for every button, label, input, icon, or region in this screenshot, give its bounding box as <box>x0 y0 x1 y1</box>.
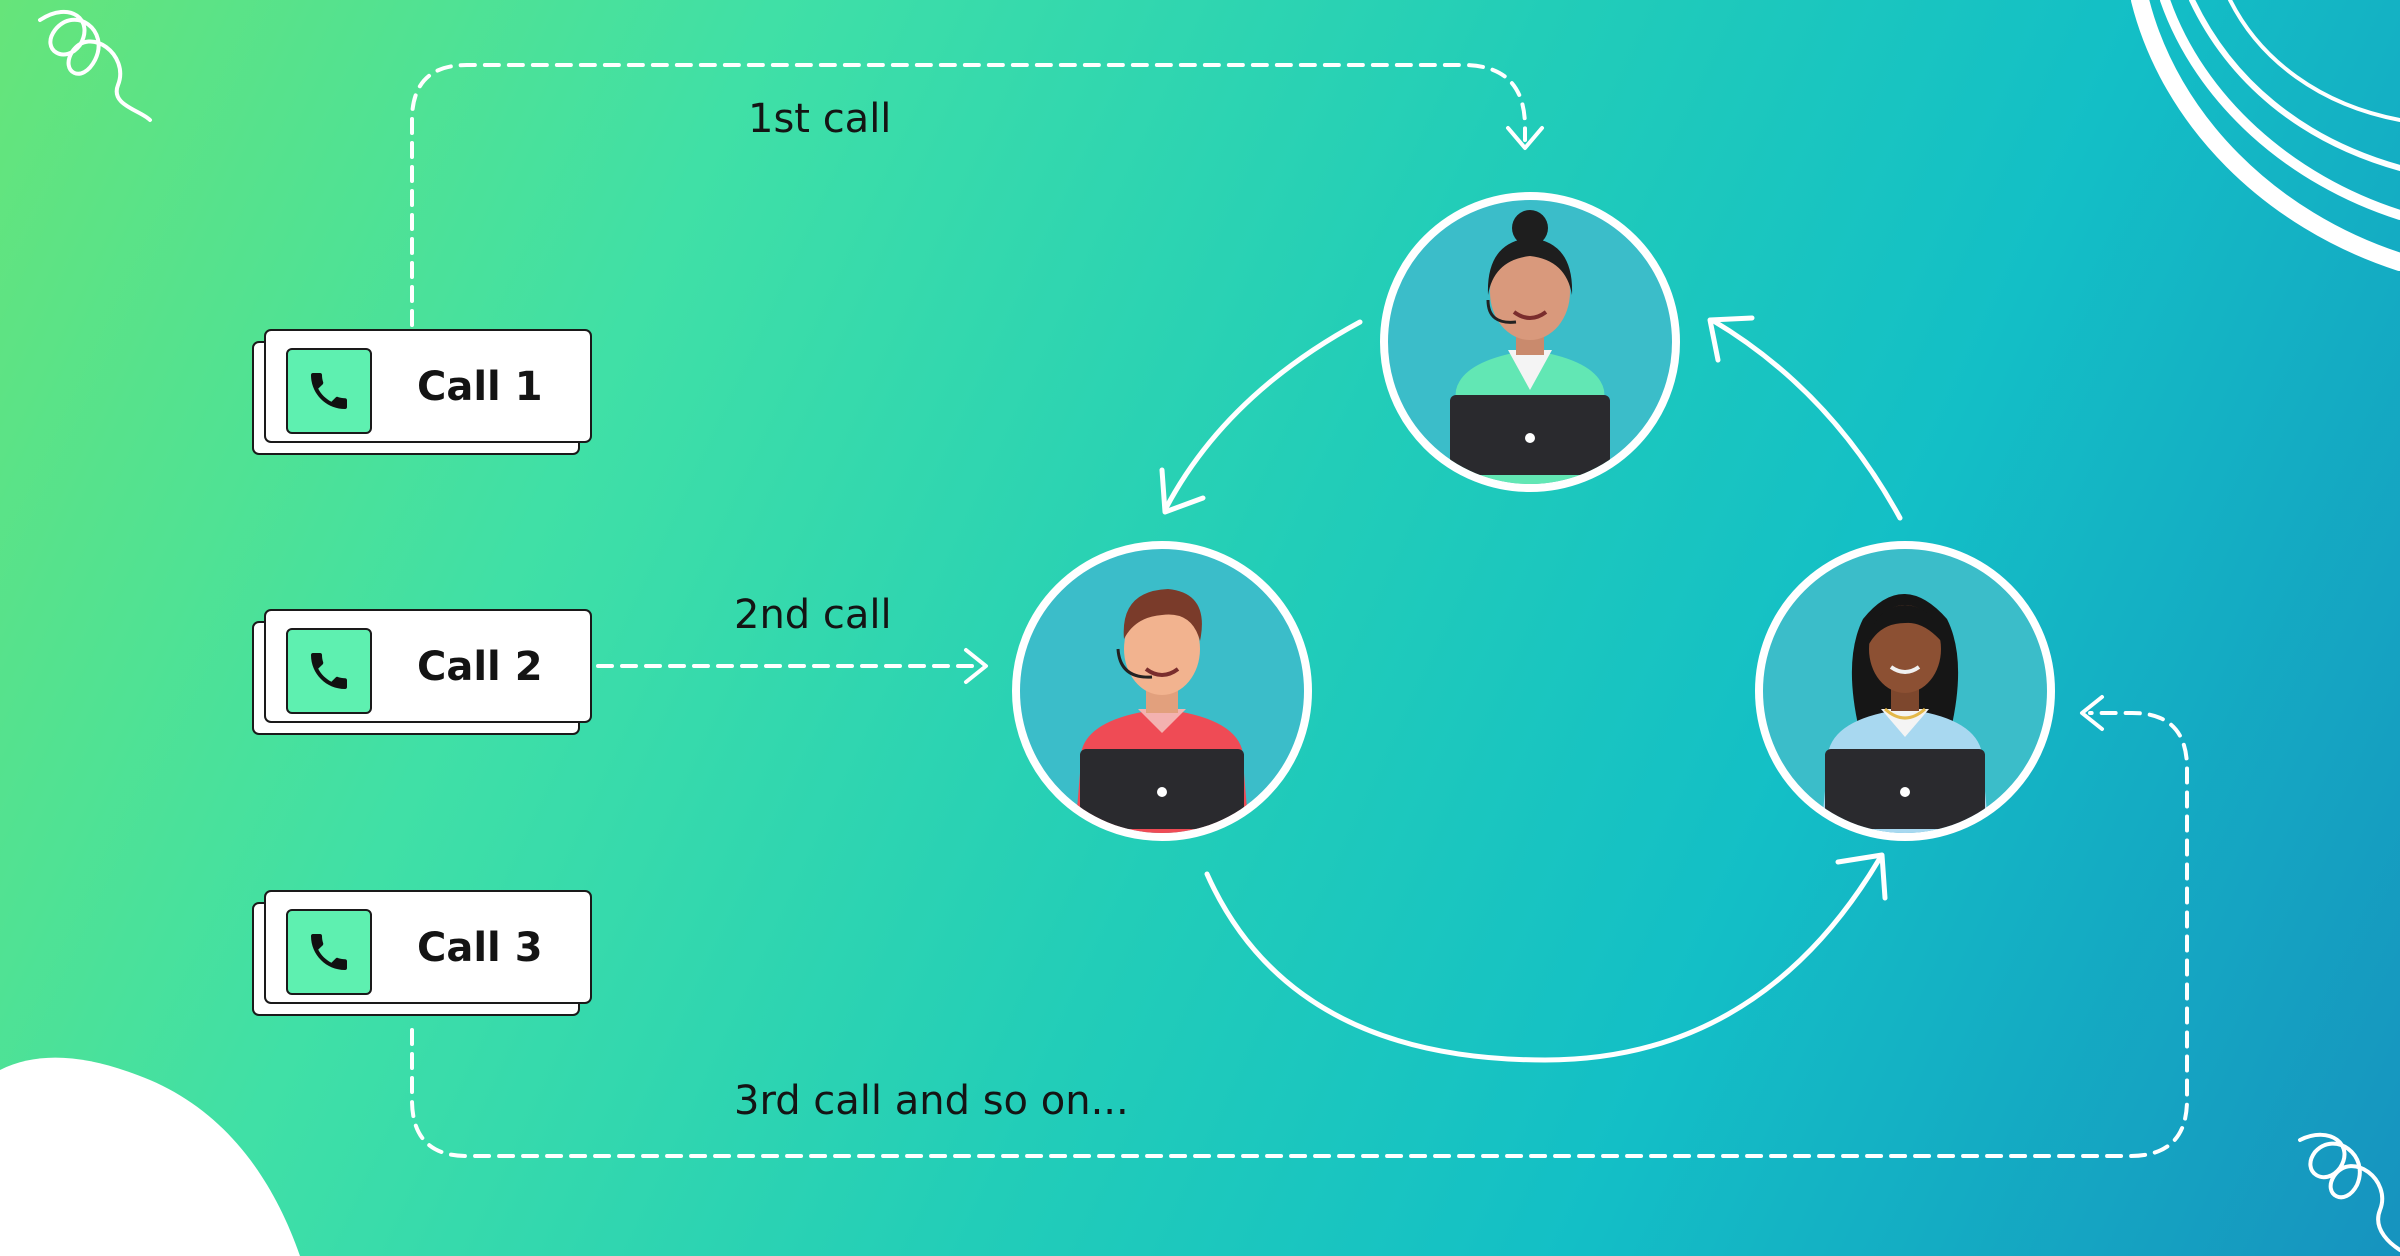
phone-icon <box>286 348 372 434</box>
bottom-left-brush-icon <box>0 1057 300 1256</box>
call-label: Call 3 <box>417 925 543 971</box>
first-call-arrowhead <box>1506 126 1544 150</box>
call-label: Call 1 <box>417 364 543 410</box>
top-right-brush-icon <box>2131 0 2400 271</box>
phone-icon <box>286 909 372 995</box>
rotation-arc-bottom <box>1204 855 1883 1063</box>
first-call-dashed-path <box>410 63 1527 327</box>
top-left-loops-icon <box>38 9 152 122</box>
call-card-2[interactable]: Call 2 <box>252 609 592 735</box>
rotation-arc-top-left <box>1162 319 1363 513</box>
second-call-arrowhead <box>964 648 988 684</box>
card-face: Call 2 <box>264 609 592 723</box>
call-label: Call 2 <box>417 644 543 690</box>
call-card-1[interactable]: Call 1 <box>252 329 592 455</box>
card-face: Call 3 <box>264 890 592 1004</box>
card-face: Call 1 <box>264 329 592 443</box>
third-call-label: 3rd call and so on... <box>734 1078 1129 1124</box>
third-call-arrowhead <box>2080 695 2104 731</box>
phone-icon <box>286 628 372 714</box>
third-call-dashed-path <box>410 711 2189 1158</box>
bottom-right-loops-icon <box>2298 1132 2400 1252</box>
agent-left-avatar <box>1012 541 1312 841</box>
rotation-arc-right <box>1709 317 1903 521</box>
second-call-label: 2nd call <box>734 592 892 638</box>
first-call-label: 1st call <box>748 96 892 142</box>
agent-right-avatar <box>1755 541 2055 841</box>
call-card-3[interactable]: Call 3 <box>252 890 592 1016</box>
agent-top-avatar <box>1380 192 1680 492</box>
